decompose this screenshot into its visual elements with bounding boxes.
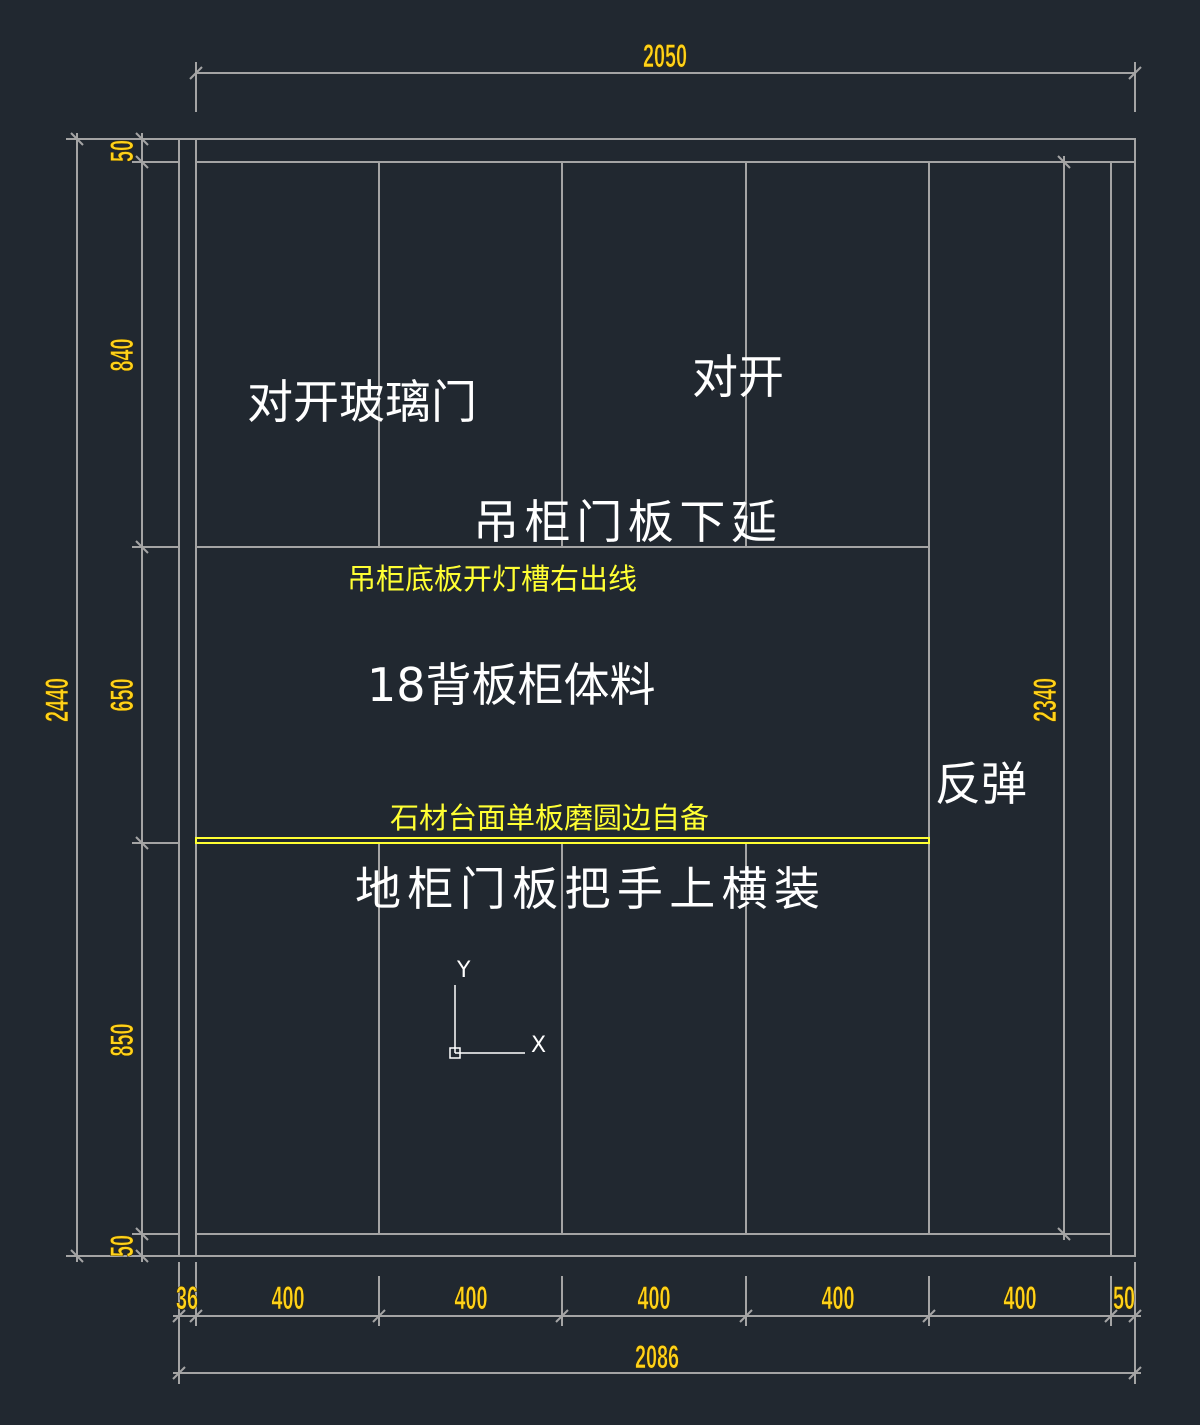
dim-bottom-segment: 50 (1113, 1280, 1135, 1316)
dim-left-segment: 50 (104, 1235, 140, 1257)
dim-bottom-segment: 400 (455, 1280, 488, 1316)
dim-left-segment: 840 (104, 339, 140, 372)
cabinet-outline (178, 138, 1136, 1257)
dim-bottom-segment: 400 (822, 1280, 855, 1316)
dim-bottom-segment: 400 (638, 1280, 671, 1316)
note-light-slot: 吊柜底板开灯槽右出线 (347, 562, 637, 596)
note-stone-top: 石材台面单板磨圆边自备 (390, 801, 709, 835)
note-push-open: 反弹 (935, 757, 1027, 811)
dim-left-total: 2440 (39, 678, 75, 722)
note-upper-door-extend: 吊柜门板下延 (473, 495, 777, 549)
ucs-x-label: X (531, 1033, 546, 1058)
top-dimension: 2050 (189, 38, 1142, 112)
dim-left-segment: 850 (104, 1024, 140, 1057)
note-glass-door: 对开玻璃门 (247, 375, 477, 429)
note-back-panel: 18背板柜体料 (367, 658, 656, 712)
ucs-axis-icon: Y X (449, 958, 546, 1059)
door-dividers (378, 162, 747, 1234)
dim-left-segment: 650 (104, 679, 140, 712)
dim-bottom-total: 2086 (635, 1339, 679, 1375)
dim-top-width: 2050 (643, 38, 687, 74)
annotations: 对开玻璃门 对开 吊柜门板下延 吊柜底板开灯槽右出线 18背板柜体料 石材台面单… (247, 350, 1027, 916)
dim-bottom-segment: 400 (272, 1280, 305, 1316)
dim-right-height: 2340 (1027, 678, 1063, 722)
countertop-line (195, 837, 930, 844)
note-double-open: 对开 (692, 350, 784, 404)
note-base-handle: 地柜门板把手上横装 (355, 862, 820, 916)
bottom-dimensions: 36 400 400 400 400 400 50 2086 (172, 1262, 1142, 1384)
dim-left-segment: 50 (104, 140, 140, 162)
right-dimension: 2340 (1027, 155, 1071, 1241)
dim-bottom-segment: 400 (1004, 1280, 1037, 1316)
ucs-y-label: Y (456, 958, 471, 983)
dim-bottom-segment: 36 (176, 1280, 198, 1316)
left-dimensions: 2440 50 840 650 850 50 (39, 132, 179, 1263)
